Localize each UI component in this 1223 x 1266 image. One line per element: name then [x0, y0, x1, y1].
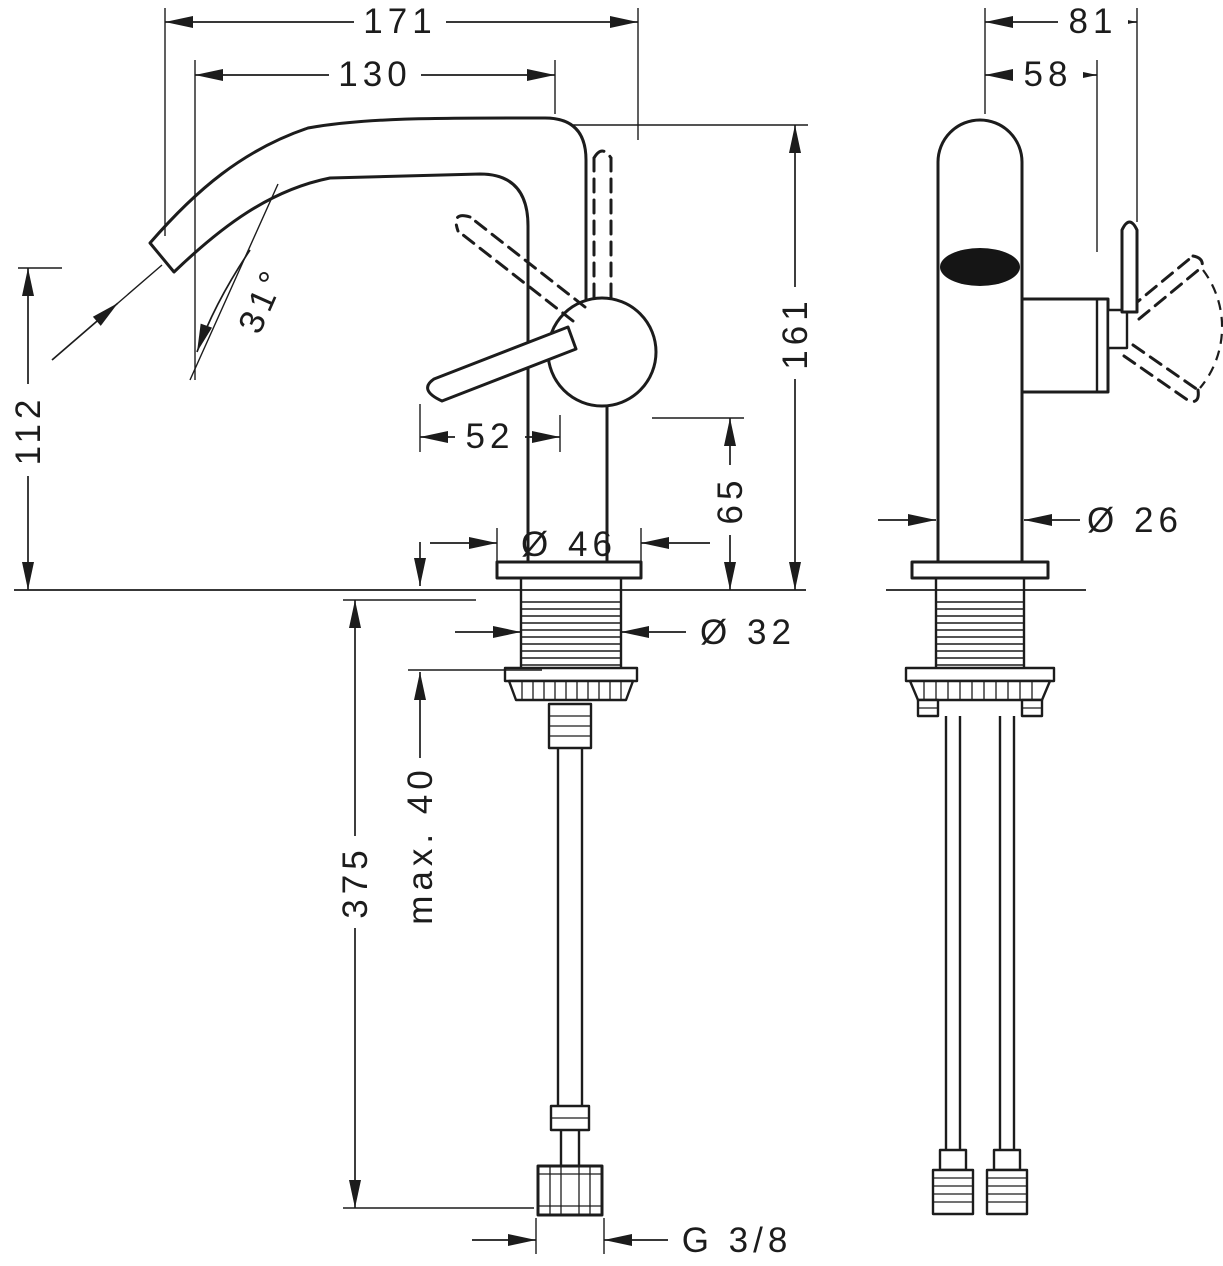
threaded-shank-side [934, 578, 1026, 668]
mounting-nut-side [904, 666, 1056, 718]
dimension-side-overall-width: 81 [984, 2, 1138, 222]
front-view [148, 116, 658, 1217]
dim-side-overall-width-label: 81 [1069, 2, 1118, 41]
base-plate-side [910, 560, 1050, 580]
dim-base-diameter-label: Ø 46 [521, 525, 617, 564]
dimension-base-diameter: Ø 46 [430, 525, 710, 564]
body-outline-side [936, 118, 1024, 564]
supply-hose-front [549, 748, 591, 1166]
threaded-shank-front [519, 578, 623, 668]
dimension-spout-height: 112 [8, 264, 163, 590]
dim-overall-height-label: 161 [776, 296, 815, 369]
valve-housing-side [1020, 297, 1129, 394]
base-plate-front [495, 560, 643, 580]
nut-ribs-side [923, 682, 1033, 699]
dim-body-diameter-label: Ø 26 [1087, 501, 1183, 540]
dim-spout-angle-label: 31° [231, 261, 294, 339]
dimension-overall-width: 171 [164, 2, 639, 236]
dim-max-mounting-thickness-label: max. 40 [401, 765, 440, 925]
dim-spout-reach-label: 130 [338, 55, 411, 94]
dimension-spout-reach: 130 [194, 55, 556, 380]
handle-diagonal-dashed [454, 214, 587, 323]
dim-overall-width-label: 171 [363, 2, 436, 41]
dim-handle-projection-label: 52 [466, 417, 515, 456]
supply-hoses-side [931, 716, 1029, 1216]
dimension-aerator-height: 65 [652, 417, 750, 590]
lever-handle-side [1120, 220, 1139, 314]
handle-dashed-positions-side [1122, 254, 1223, 403]
dim-side-handle-offset-label: 58 [1024, 55, 1073, 94]
dimension-shank-diameter: Ø 32 [455, 613, 796, 652]
dim-hose-length-label: 375 [336, 845, 375, 918]
thread-hatch-side [937, 601, 1023, 666]
dimension-body-diameter: Ø 26 [878, 501, 1183, 540]
dim-connection-thread-label: G 3/8 [682, 1221, 793, 1260]
dim-spout-height-label: 112 [9, 395, 48, 466]
dimension-handle-projection: 52 [419, 404, 561, 456]
dimension-connection-thread: G 3/8 [472, 1218, 793, 1260]
dim-aerator-height-label: 65 [711, 476, 750, 525]
lever-handle-front [426, 325, 578, 403]
g38-connector-front [536, 1164, 604, 1217]
hose-connector-right [985, 1148, 1029, 1216]
dimension-overall-height: 161 [570, 124, 815, 590]
dimension-hose-length: 375 [335, 599, 534, 1209]
dim-shank-diameter-label: Ø 32 [700, 613, 796, 652]
thread-hatch-front [522, 601, 620, 666]
spout-outlet-side [940, 248, 1020, 286]
dimension-max-mounting-thickness: max. 40 [400, 542, 542, 932]
side-view [904, 118, 1223, 1216]
spout-and-body-outline [148, 116, 609, 564]
mounting-nut-front [503, 666, 639, 702]
dimension-side-handle-offset: 58 [985, 55, 1098, 252]
hose-connector-left [931, 1148, 975, 1216]
hose-fitting-front [547, 702, 593, 750]
nut-ribs-front [521, 682, 622, 699]
handle-raised-dashed [592, 149, 613, 305]
